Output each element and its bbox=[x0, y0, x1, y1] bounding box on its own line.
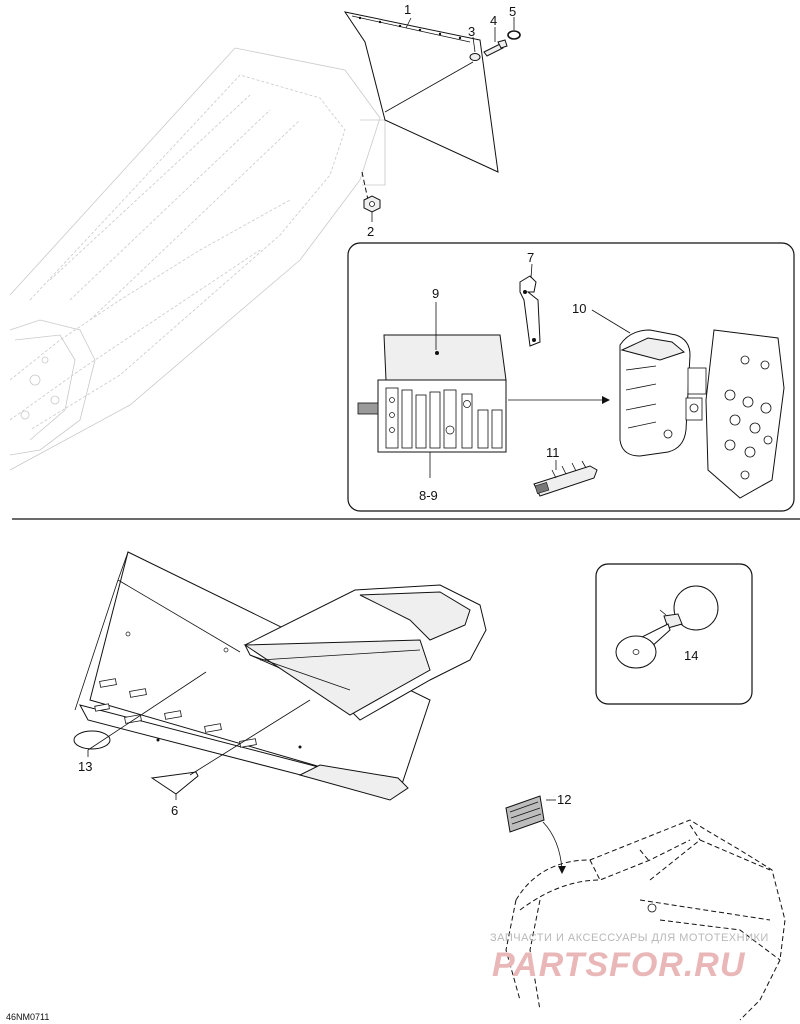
horn-part bbox=[615, 585, 719, 669]
decal-part bbox=[150, 699, 311, 800]
callout-13: 13 bbox=[78, 759, 92, 774]
callout-4: 4 bbox=[490, 13, 497, 28]
fuse-puller-part bbox=[533, 460, 598, 497]
spanner-part bbox=[519, 263, 541, 347]
callout-2: 2 bbox=[367, 224, 374, 239]
tool-kit-frame bbox=[347, 242, 795, 512]
ring-clip-part bbox=[507, 17, 521, 40]
callout-11: 11 bbox=[546, 445, 560, 460]
rear-bumper-ghost bbox=[505, 819, 786, 1021]
bolt-part bbox=[483, 27, 508, 57]
horn-frame bbox=[595, 563, 753, 705]
ghost-tunnel-frame bbox=[9, 47, 386, 471]
watermark-logo: PARTSFOR.RU bbox=[492, 946, 746, 984]
watermark-line1: ЗАПЧАСТИ И АКСЕССУАРЫ ДЛЯ МОТОТЕХНИКИ bbox=[490, 932, 769, 944]
callout-8-9: 8-9 bbox=[419, 488, 438, 503]
callouts: 1 3 4 5 2 7 9 10 11 8-9 14 13 6 12 bbox=[78, 2, 698, 818]
callout-6: 6 bbox=[171, 803, 178, 818]
callout-1: 1 bbox=[404, 2, 411, 17]
reflector-part bbox=[73, 671, 207, 757]
nut-part bbox=[361, 171, 381, 222]
watermark: ЗАПЧАСТИ И АКСЕССУАРЫ ДЛЯ МОТОТЕХНИКИ PA… bbox=[490, 932, 769, 984]
tool-box-part bbox=[591, 309, 785, 499]
tool-bag-part bbox=[357, 302, 610, 478]
callout-12: 12 bbox=[557, 792, 571, 807]
washer-part bbox=[469, 36, 481, 61]
callout-3: 3 bbox=[468, 24, 475, 39]
callout-5: 5 bbox=[509, 4, 516, 19]
callout-7: 7 bbox=[527, 250, 534, 265]
callout-9: 9 bbox=[432, 286, 439, 301]
drawing-code: 46NM0711 bbox=[6, 1012, 49, 1022]
callout-10: 10 bbox=[572, 301, 586, 316]
rear-reflector-part bbox=[505, 795, 566, 874]
callout-14: 14 bbox=[684, 648, 698, 663]
snow-flap-part bbox=[343, 11, 499, 173]
tunnel-rear-assembly bbox=[74, 551, 487, 801]
